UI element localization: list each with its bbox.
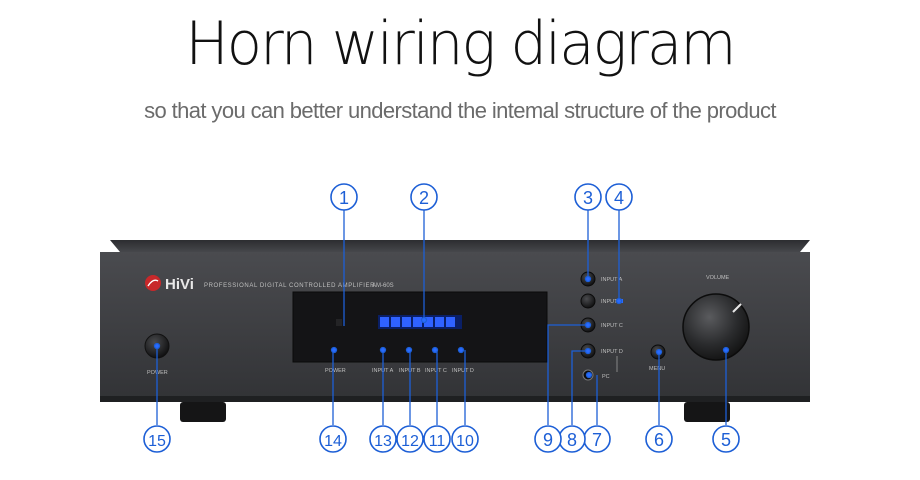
callout-2 [410,183,438,211]
callout-6 [645,425,673,453]
callout-11-number: 11 [429,433,446,450]
brand-logo: HiVi [145,275,194,293]
callout-14-number: 14 [324,433,342,450]
display-label-input-c: INPUT C [425,368,447,374]
foot-left [180,402,226,422]
leader-lines [153,210,730,425]
input-d-label: INPUT D [601,349,623,355]
callout-10 [451,425,479,453]
display-ir-sensor [336,319,342,326]
volume-knob [682,293,750,361]
input-c-label: INPUT C [601,323,623,329]
callout-5 [712,425,740,453]
input-a-label: INPUT A [601,277,623,283]
callout-13-number: 13 [374,433,392,450]
pc-label: PC [602,374,610,380]
callout-9-number: 9 [543,430,553,450]
menu-label: MENU [649,366,665,372]
chassis-top [110,240,810,252]
page-subtitle: so that you can better understand the in… [144,98,776,123]
page-title: Horn wiring diagram [185,9,736,79]
callout-6-number: 6 [654,430,664,450]
callout-8-number: 8 [567,430,577,450]
callout-1 [330,183,358,211]
callout-2-number: 2 [419,188,429,208]
callouts [143,183,740,453]
callout-13 [369,425,397,453]
logo-mark-icon [145,275,161,291]
input-b-label: INPUT B [601,299,623,305]
volume-knob-marker [732,303,742,313]
foot-right [684,402,730,422]
callout-5-number: 5 [721,430,731,450]
volume-label: VOLUME [706,275,730,281]
callout-9 [534,425,562,453]
display-label-power: POWER [325,368,346,374]
callout-numbers: 1 2 3 4 5 6 7 8 9 10 11 12 13 14 15 [148,188,731,450]
brand-name: HiVi [165,276,194,293]
callout-15 [143,425,171,453]
callout-10-number: 10 [456,433,474,450]
input-b-button [580,293,596,309]
callout-14 [319,425,347,453]
callout-15-number: 15 [148,433,166,450]
display-level-meter [378,315,462,329]
callout-3-number: 3 [583,188,593,208]
callout-3 [574,183,602,211]
callout-1-number: 1 [339,188,349,208]
callout-12-number: 12 [401,433,419,450]
callout-4-number: 4 [614,188,624,208]
model-line: PROFESSIONAL DIGITAL CONTROLLED AMPLIFIE… [204,283,375,289]
callout-11 [423,425,451,453]
callout-4 [605,183,633,211]
model-number: AM-60S [372,283,394,289]
callout-7-number: 7 [592,430,602,450]
display-label-input-d: INPUT D [452,368,474,374]
callout-12 [396,425,424,453]
